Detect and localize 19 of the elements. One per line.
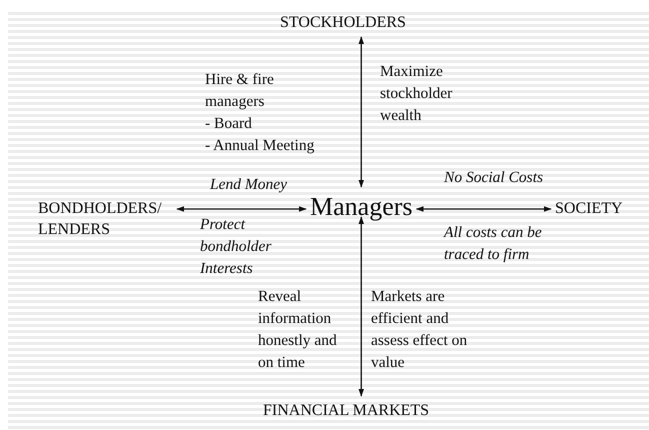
stakeholder-label: STOCKHOLDERS bbox=[280, 12, 406, 33]
annotation-text: No Social Costs bbox=[444, 168, 544, 188]
stakeholder-label: SOCIETY bbox=[555, 198, 623, 219]
annotation-text: Protect bondholder Interests bbox=[200, 215, 272, 279]
annotation-text: Reveal information honestly and on time bbox=[258, 287, 338, 373]
annotation-text: Maximize stockholder wealth bbox=[380, 62, 454, 126]
double-arrow bbox=[358, 36, 364, 188]
annotation-text: Lend Money bbox=[210, 175, 288, 195]
stakeholder-label: BONDHOLDERS/ LENDERS bbox=[38, 198, 173, 240]
annotation-text: Markets are efficient and assess effect on value bbox=[371, 287, 468, 373]
double-arrow bbox=[416, 206, 552, 212]
annotation-text: - Board bbox=[205, 114, 253, 134]
annotation-text: All costs can be traced to firm bbox=[444, 223, 543, 265]
double-arrow bbox=[358, 216, 364, 397]
annotation-text: Hire & fire managers bbox=[205, 70, 275, 112]
annotation-text: - Annual Meeting bbox=[205, 136, 316, 156]
center-label: Managers bbox=[310, 191, 413, 223]
stakeholder-label: FINANCIAL MARKETS bbox=[263, 400, 430, 421]
double-arrow bbox=[176, 206, 307, 212]
